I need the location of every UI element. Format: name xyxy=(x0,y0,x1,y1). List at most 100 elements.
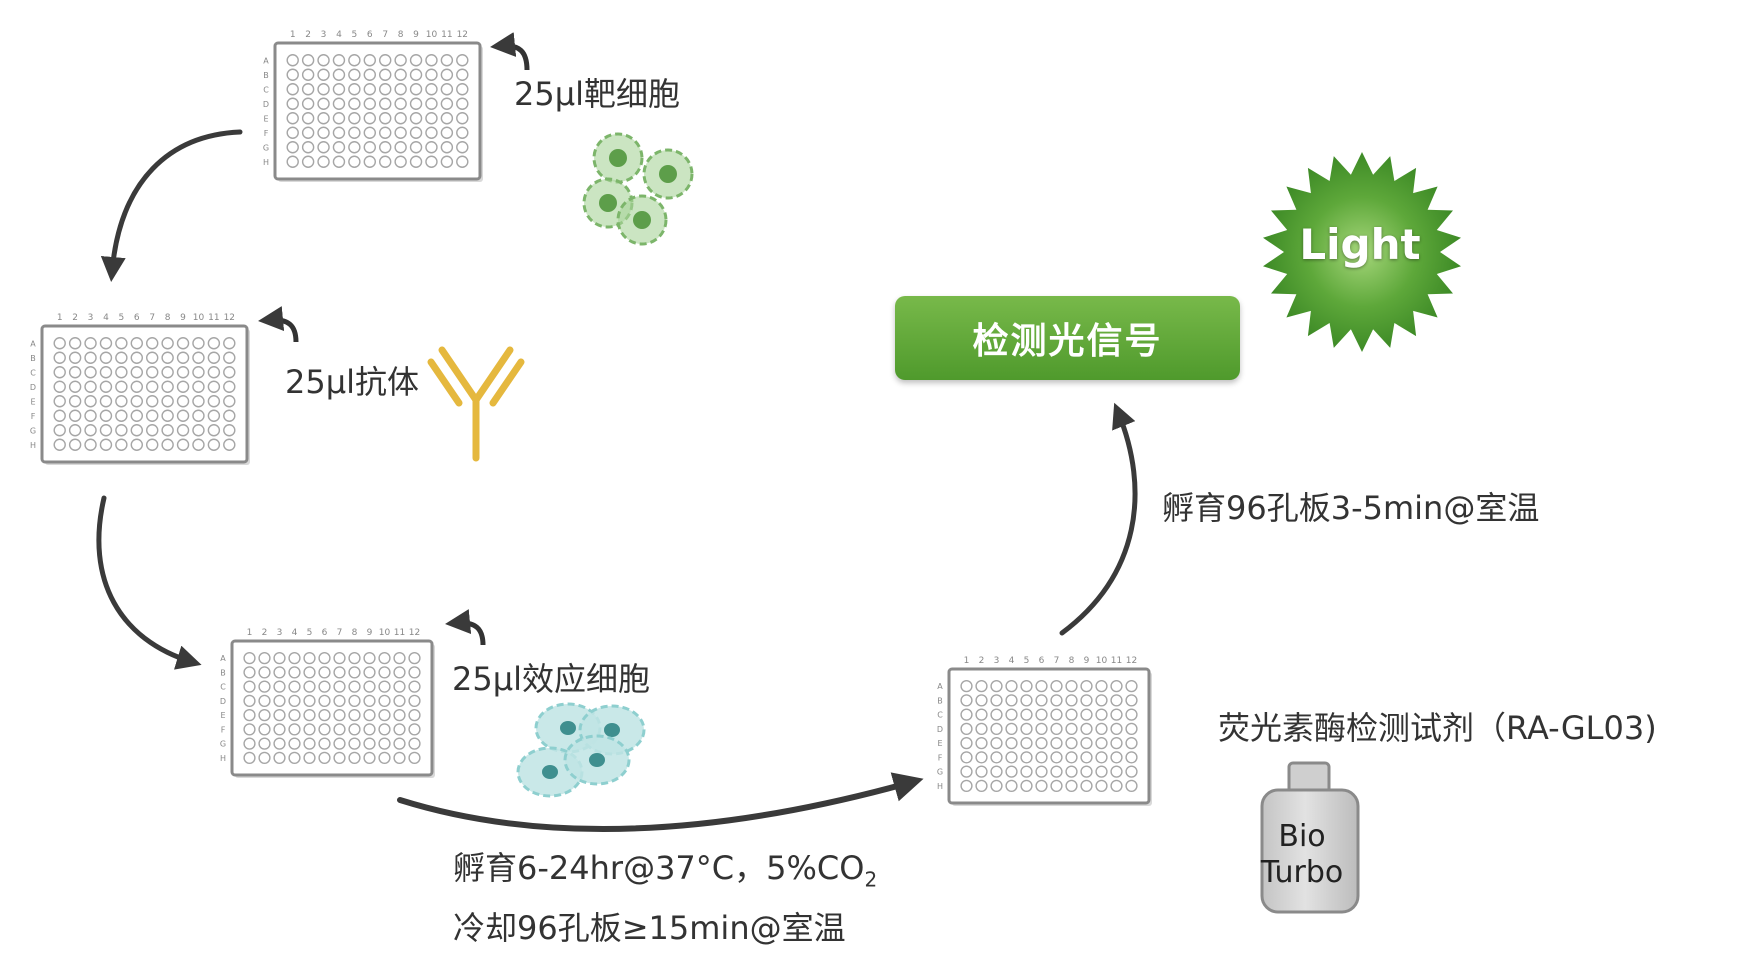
plate-well xyxy=(363,751,376,764)
plate-well xyxy=(378,112,392,125)
plate-well xyxy=(223,337,236,350)
plate-well xyxy=(99,424,113,437)
plate-column-label: 5 xyxy=(1024,656,1030,666)
plate-well xyxy=(348,666,361,679)
plate-well xyxy=(332,97,346,110)
plate-well xyxy=(425,97,438,110)
plate-well xyxy=(1110,694,1123,707)
plate-well xyxy=(288,751,301,764)
plate-well xyxy=(84,337,97,350)
plate-well xyxy=(363,709,376,722)
plate-well xyxy=(990,680,1003,693)
plate-well xyxy=(243,751,256,764)
incubation-subscript: 2 xyxy=(864,867,878,892)
reagent-bottle-icon xyxy=(1260,761,1360,914)
plate-well xyxy=(161,337,174,350)
plate-well xyxy=(115,351,128,364)
plate-well xyxy=(1080,751,1093,764)
plate-row-label: C xyxy=(937,711,943,720)
plate-well xyxy=(408,709,421,722)
plate-column-label: 3 xyxy=(321,30,327,40)
plate-well xyxy=(301,83,315,96)
plate-column-label: 5 xyxy=(307,628,313,638)
plate-well xyxy=(99,395,113,408)
plate-row-label: H xyxy=(30,441,36,450)
plate-well xyxy=(960,779,973,792)
plate-well xyxy=(348,68,361,81)
plate-well xyxy=(84,395,97,408)
plate-well xyxy=(53,424,66,437)
plate-well xyxy=(408,694,421,707)
plate-well xyxy=(348,751,361,764)
plate-well xyxy=(425,83,438,96)
plate-well xyxy=(348,155,361,168)
plate-well xyxy=(409,54,423,67)
detect-signal-button[interactable]: 检测光信号 xyxy=(895,296,1240,380)
plate-well xyxy=(363,141,377,154)
plate-row-label: E xyxy=(220,711,225,720)
plate-well xyxy=(68,351,82,364)
plate-well xyxy=(393,694,406,707)
plate-well xyxy=(456,54,469,67)
plate-well xyxy=(303,709,316,722)
bottle-label-line1: Bio xyxy=(1278,819,1326,854)
plate-well xyxy=(960,751,973,764)
plate-well xyxy=(363,155,377,168)
plate-column-label: 7 xyxy=(149,313,155,323)
plate-column-label: 1 xyxy=(247,628,253,638)
plate-well xyxy=(223,409,236,422)
plate-column-label: 11 xyxy=(441,30,452,40)
plate-well xyxy=(176,380,190,393)
plate-well xyxy=(348,723,361,736)
plate-row-label: H xyxy=(937,782,943,791)
plate-well xyxy=(456,126,469,139)
plate-well xyxy=(425,141,438,154)
plate-well xyxy=(145,380,159,393)
plate-well xyxy=(1065,765,1078,778)
plate-well xyxy=(960,694,973,707)
plate-well xyxy=(317,54,330,67)
plate-column-label: 1 xyxy=(964,656,970,666)
plate-well xyxy=(425,112,438,125)
plate-column-label: 5 xyxy=(352,30,358,40)
plate-well xyxy=(303,652,316,665)
plate-well xyxy=(223,351,236,364)
plate-well xyxy=(332,112,346,125)
plate-row-label: H xyxy=(263,158,269,167)
plate-well xyxy=(223,380,236,393)
plate-well xyxy=(333,680,346,693)
plate-column-label: 1 xyxy=(290,30,296,40)
incubation-step-label: 孵育6-24hr@37°C，5%CO2 xyxy=(453,852,877,889)
plate-well xyxy=(1110,722,1123,735)
plate-well xyxy=(53,409,66,422)
plate-well xyxy=(273,680,286,693)
plate-well xyxy=(130,409,144,422)
plate-well xyxy=(223,366,236,379)
plate-column-label: 4 xyxy=(292,628,298,638)
plate-well xyxy=(303,666,316,679)
plate-row-label: F xyxy=(221,725,226,734)
plate-column-label: 12 xyxy=(1126,656,1137,666)
plate-well xyxy=(130,380,144,393)
plate-well xyxy=(394,112,407,125)
plate-well xyxy=(317,112,330,125)
plate-well xyxy=(1035,751,1048,764)
plate-column-label: 11 xyxy=(1111,656,1122,666)
plate-well xyxy=(68,424,82,437)
plate-well xyxy=(176,438,190,451)
plate-column-label: 1 xyxy=(57,313,63,323)
plate-well xyxy=(207,409,221,422)
plate-row-label: G xyxy=(263,143,269,152)
plate-well xyxy=(176,424,190,437)
plate-well xyxy=(378,155,392,168)
plate-well xyxy=(1110,708,1123,721)
plate-column-label: 9 xyxy=(367,628,373,638)
plate-well xyxy=(53,380,66,393)
plate-well xyxy=(1050,722,1063,735)
plate-well xyxy=(1095,722,1108,735)
plate-well xyxy=(84,424,97,437)
plate-well xyxy=(286,68,299,81)
plate-well xyxy=(318,694,331,707)
light-burst-icon xyxy=(1263,152,1461,352)
